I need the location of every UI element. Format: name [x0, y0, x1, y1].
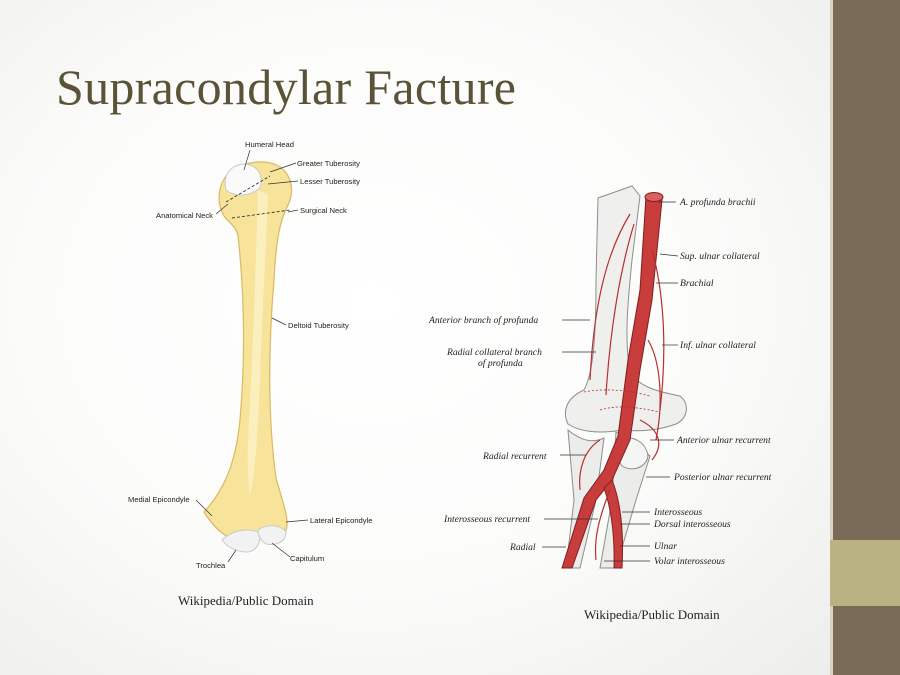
humerus-shaft-highlight	[247, 190, 268, 495]
label-brachial: Brachial	[680, 278, 714, 289]
label-radial-recurrent: Radial recurrent	[482, 451, 547, 462]
ulnar-artery	[603, 479, 623, 569]
slide-sidebar	[830, 0, 900, 675]
label-anatomical-neck: Anatomical Neck	[156, 211, 213, 220]
sidebar-edge	[830, 0, 833, 675]
label-surgical-neck: Surgical Neck	[300, 206, 347, 215]
label-humeral-head: Humeral Head	[245, 140, 294, 149]
label-interosseous: Interosseous	[653, 507, 702, 518]
anatomical-neck-line	[225, 175, 271, 203]
label-a-profunda-brachii: A. profunda brachii	[679, 197, 756, 208]
label-anterior-branch-of-profunda: Anterior branch of profunda	[428, 315, 538, 326]
arteries-caption: Wikipedia/Public Domain	[584, 607, 720, 622]
label-radial: Radial	[509, 542, 536, 553]
arteries-humerus-bone	[564, 185, 687, 433]
label-interosseous-recurrent: Interosseous recurrent	[443, 514, 530, 525]
label-deltoid-tuberosity: Deltoid Tuberosity	[288, 321, 349, 330]
label-lesser-tuberosity: Lesser Tuberosity	[300, 177, 360, 186]
label-trochlea: Trochlea	[196, 561, 226, 570]
label-greater-tuberosity: Greater Tuberosity	[297, 159, 360, 168]
label-posterior-ulnar-recurrent: Posterior ulnar recurrent	[673, 472, 772, 483]
humeral-head-shape	[224, 163, 262, 196]
label-anterior-ulnar-recurrent: Anterior ulnar recurrent	[676, 435, 771, 446]
label-capitulum: Capitulum	[290, 554, 324, 563]
capitulum-shape	[257, 525, 287, 545]
label-volar-interosseous: Volar interosseous	[654, 556, 725, 567]
elbow-arteries-diagram: A. profunda brachii Sup. ulnar collatera…	[428, 185, 772, 569]
trochlea-shape	[221, 529, 261, 553]
slide: Supracondylar Facture Humeral Head Great…	[0, 0, 830, 675]
sidebar-accent-block	[830, 540, 900, 606]
label-sup-ulnar-collateral: Sup. ulnar collateral	[680, 251, 760, 262]
profunda-stump	[644, 192, 664, 202]
label-medial-epicondyle: Medial Epicondyle	[128, 495, 190, 504]
label-inf-ulnar-collateral: Inf. ulnar collateral	[679, 340, 756, 351]
humerus-caption: Wikipedia/Public Domain	[178, 593, 314, 608]
label-lateral-epicondyle: Lateral Epicondyle	[310, 516, 372, 525]
label-radial-collateral-branch-2: of profunda	[478, 358, 523, 369]
humerus-diagram: Humeral Head Greater Tuberosity Lesser T…	[128, 140, 372, 570]
label-dorsal-interosseous: Dorsal interosseous	[653, 519, 731, 530]
humerus-bone-shape	[203, 161, 293, 542]
label-radial-collateral-branch: Radial collateral branch	[446, 347, 542, 358]
label-ulnar: Ulnar	[654, 541, 677, 552]
slide-title: Supracondylar Facture	[56, 59, 517, 115]
